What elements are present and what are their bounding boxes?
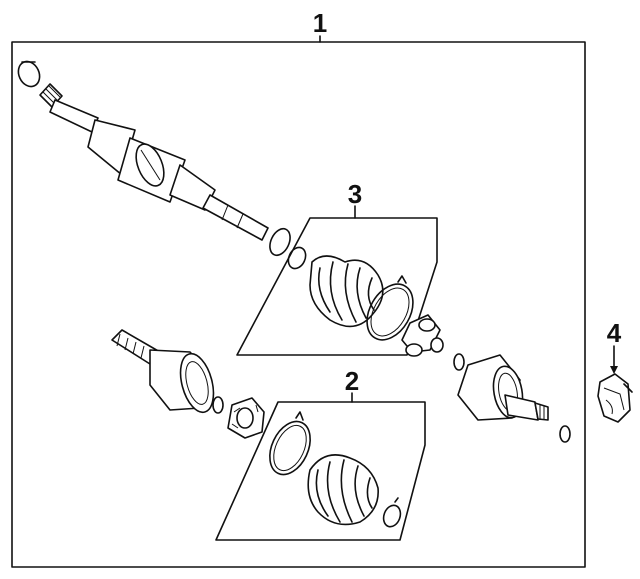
inner-cv-joint	[111, 329, 215, 414]
assembly-frame	[11, 41, 586, 568]
callout-3: 3	[348, 179, 362, 209]
retaining-ring-outer	[453, 353, 465, 371]
inner-boot-kit-frame	[215, 392, 426, 541]
inner-boot-clamp-large	[269, 411, 311, 476]
callout-4: 4	[607, 318, 622, 348]
outer-boot	[309, 255, 384, 328]
clip-part	[597, 345, 633, 423]
boot-clamp-large	[366, 275, 414, 341]
axle-shaft	[39, 83, 269, 241]
outer-boot-kit-frame	[236, 205, 438, 356]
inner-boot	[307, 454, 379, 526]
inner-boot-clamp-small	[382, 497, 402, 528]
retaining-ring-end	[559, 425, 571, 443]
tripod-bearing	[401, 314, 444, 357]
snap-ring-outer	[17, 60, 41, 88]
callout-2: 2	[345, 366, 359, 396]
retaining-ring-inner	[212, 396, 224, 414]
inner-bearing-cage	[227, 397, 265, 439]
callout-1: 1	[313, 8, 327, 38]
outer-cv-joint	[457, 354, 549, 421]
boot-clamp-small	[269, 227, 307, 270]
